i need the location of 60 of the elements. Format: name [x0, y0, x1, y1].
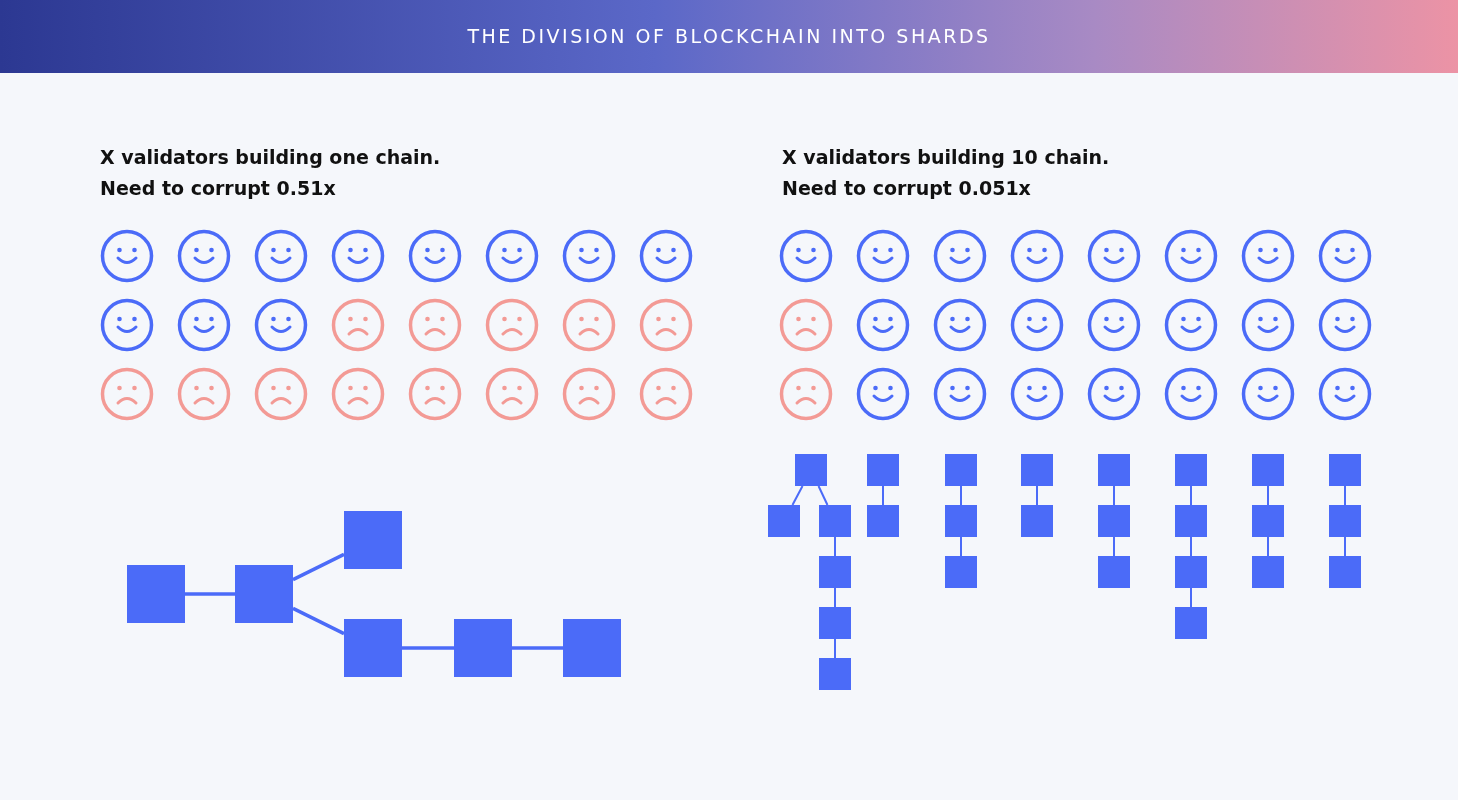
block-square	[768, 505, 800, 537]
block-square	[1252, 454, 1284, 486]
heading-text: Need to corrupt 0.051x	[782, 177, 1031, 199]
connector-line	[1036, 485, 1038, 506]
block-square	[344, 511, 402, 569]
connector-line	[185, 592, 235, 596]
heading-text: X validators building 10 chain.	[782, 146, 1110, 168]
connector-line	[1190, 485, 1192, 506]
block-square	[819, 556, 851, 588]
block-square	[1175, 454, 1207, 486]
block-square	[235, 565, 293, 623]
connector-line	[402, 646, 454, 650]
block-square	[1329, 556, 1361, 588]
block-square	[454, 619, 512, 677]
block-square	[127, 565, 185, 623]
connector-line	[512, 646, 563, 650]
connector-line	[960, 485, 962, 506]
block-square	[1021, 505, 1053, 537]
connector-line	[1344, 485, 1346, 506]
block-square	[1098, 454, 1130, 486]
block-square	[945, 505, 977, 537]
connector-line	[1190, 536, 1192, 557]
heading-text: X validators building one chain.	[100, 146, 441, 168]
heading-text: Need to corrupt 0.51x	[100, 177, 336, 199]
block-square	[1098, 505, 1130, 537]
block-square	[945, 454, 977, 486]
connector-line	[292, 606, 345, 636]
block-square	[1329, 454, 1361, 486]
block-square	[1252, 505, 1284, 537]
block-square	[1175, 505, 1207, 537]
block-square	[1175, 607, 1207, 639]
block-square	[1175, 556, 1207, 588]
block-square	[819, 658, 851, 690]
block-square	[867, 505, 899, 537]
connector-line	[817, 485, 829, 506]
block-square	[1098, 556, 1130, 588]
connector-line	[1267, 485, 1269, 506]
connector-line	[1267, 536, 1269, 557]
block-square	[867, 454, 899, 486]
connector-line	[882, 485, 884, 506]
connector-line	[834, 638, 836, 659]
block-square	[344, 619, 402, 677]
connector-line	[960, 536, 962, 557]
connector-line	[834, 536, 836, 557]
block-square	[795, 454, 827, 486]
connector-line	[292, 552, 345, 582]
block-square	[1021, 454, 1053, 486]
block-square	[945, 556, 977, 588]
connector-line	[1344, 536, 1346, 557]
connector-line	[1190, 587, 1192, 608]
connector-line	[791, 485, 804, 506]
block-square	[1252, 556, 1284, 588]
connector-line	[1113, 536, 1115, 557]
block-square	[819, 607, 851, 639]
connector-line	[834, 587, 836, 608]
block-square	[1329, 505, 1361, 537]
connector-line	[1113, 485, 1115, 506]
page-title: THE DIVISION OF BLOCKCHAIN INTO SHARDS	[466, 25, 992, 47]
block-square	[819, 505, 851, 537]
block-square	[563, 619, 621, 677]
